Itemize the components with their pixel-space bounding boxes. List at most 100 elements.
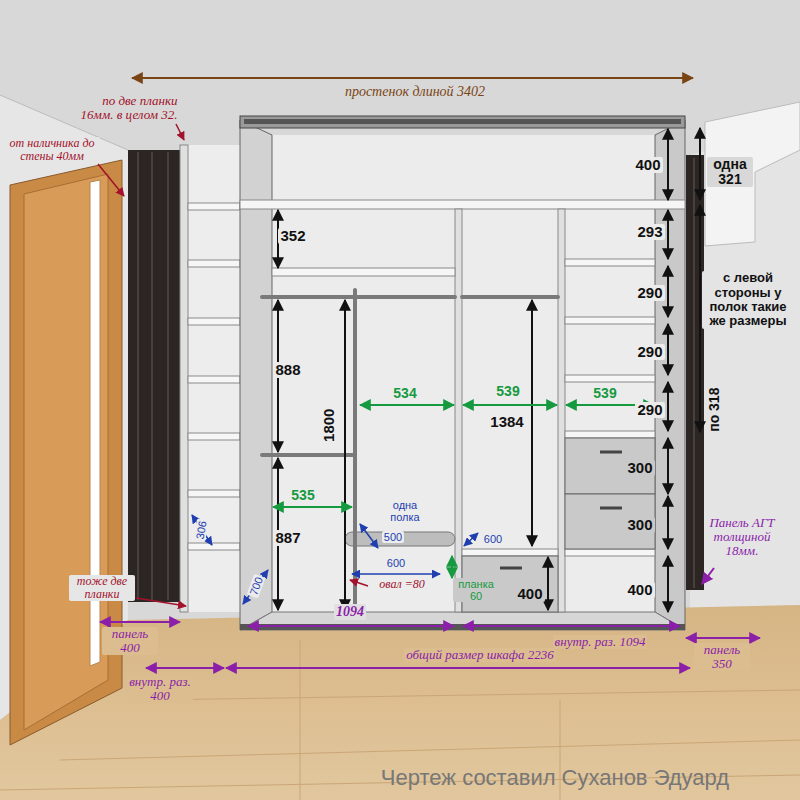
- dimension-lines-part-part: [667, 266, 669, 317]
- wardrobe-body-part: [244, 119, 681, 124]
- dimension-lines: [98, 78, 760, 668]
- dimension-label: тоже две планки: [69, 575, 135, 601]
- wardrobe-body-part: [240, 116, 685, 128]
- corner-shelves: [180, 145, 240, 612]
- corner-shelves-part-part: [188, 376, 240, 383]
- dimension-lines-part-part: [98, 164, 124, 196]
- corner-shelves-part-part: [188, 543, 240, 550]
- door-part: [10, 160, 122, 745]
- wardrobe-body-part-part: [565, 259, 655, 266]
- dimension-lines-part-part: [136, 598, 186, 606]
- dimension-lines-part-part: [667, 438, 669, 494]
- dimension-label: 290: [635, 285, 664, 302]
- corner-shelves-part-part: [188, 433, 240, 440]
- dimension-label: 400: [515, 586, 544, 603]
- dimension-label: 1800: [322, 406, 339, 443]
- dimension-label: 1094: [334, 604, 366, 619]
- dimension-label: 300: [625, 460, 654, 477]
- corner-shelves-part: [180, 145, 188, 612]
- dimension-label: панель 400: [102, 627, 158, 656]
- corner-shelves-part-part: [188, 318, 240, 325]
- wardrobe-body-part: [240, 120, 272, 630]
- dimension-lines-part-part: [699, 205, 701, 432]
- dimension-lines-part-part: [226, 667, 690, 669]
- room-part: [705, 102, 800, 246]
- door: [10, 160, 122, 745]
- wardrobe-body-part: [240, 200, 685, 209]
- room-part-part: [300, 640, 301, 800]
- dimension-lines-part-part: [192, 515, 212, 545]
- dimension-lines-part: [100, 622, 760, 668]
- dimension-label: 539: [494, 384, 521, 399]
- dimension-label: 535: [289, 488, 316, 503]
- dimension-lines-part-part: [686, 637, 760, 639]
- dimension-label: по две планки 16мм. в целом 32.: [71, 94, 180, 123]
- dimension-label: 400: [633, 157, 662, 174]
- dimension-lines-part: [132, 77, 693, 79]
- dimension-label: 300: [625, 517, 654, 534]
- corner-shelves-part: [188, 203, 240, 550]
- dark-side-panels-part: [128, 150, 182, 602]
- dimension-lines-part-part: [451, 556, 453, 578]
- dimension-lines-part: [98, 124, 368, 606]
- dimension-lines-part: [192, 515, 478, 604]
- dimension-lines-part-part: [463, 625, 680, 627]
- dimension-lines-part: [278, 128, 700, 612]
- wardrobe-body-part-part: [565, 375, 655, 382]
- wardrobe-body-part: [600, 507, 622, 510]
- dimension-lines-part-part: [146, 667, 224, 669]
- dimension-lines-part-part: [350, 580, 368, 586]
- dimension-label: 534: [391, 386, 418, 401]
- wardrobe-body: [240, 116, 685, 630]
- dimension-label: простенок длиной 3402: [343, 84, 487, 99]
- dimension-label: с левой стороны у полок такие же размеры: [702, 271, 794, 328]
- wardrobe-body-part: [655, 120, 685, 630]
- room-part-part: [150, 690, 800, 700]
- wardrobe-body-part: [565, 494, 655, 549]
- dark-side-panels-part: [138, 152, 168, 600]
- dark-side-panels-part: [693, 158, 695, 588]
- hanging-rods-part: [262, 453, 355, 457]
- dimension-label: 887: [273, 530, 302, 547]
- dimension-label: 1384: [488, 414, 525, 431]
- wardrobe-body-part-part: [565, 549, 655, 556]
- dimension-lines-part-part: [667, 496, 669, 549]
- hanging-rods-part: [262, 295, 455, 299]
- dimension-label: 888: [273, 362, 302, 379]
- wardrobe-body-part-part: [565, 431, 655, 438]
- corner-shelves-part-part: [188, 203, 240, 210]
- dimension-lines-part-part: [667, 324, 669, 375]
- dark-side-panels-part-part: [137, 152, 139, 600]
- hanging-rods-part: [353, 290, 357, 610]
- dimension-lines-part-part: [463, 404, 557, 406]
- dimension-label: по 318: [707, 386, 722, 434]
- dimension-label: 600: [482, 533, 504, 545]
- dark-side-panels-part-part: [151, 152, 153, 600]
- wardrobe-body-part: [455, 209, 462, 612]
- hanging-rods: [262, 290, 558, 610]
- dimension-label: внутр. раз. 400: [127, 675, 193, 704]
- dimension-label: от наличника до стены 40мм: [4, 137, 100, 163]
- dimension-label: 290: [635, 344, 664, 361]
- dimension-label: 600: [385, 557, 407, 569]
- dimension-label: панель 350: [694, 643, 750, 672]
- dimension-label: 293: [635, 224, 664, 241]
- dimension-label: 500: [382, 531, 404, 543]
- dimension-lines-part-part: [248, 625, 454, 627]
- dimension-lines-part-part: [100, 621, 180, 623]
- author-caption: Чертеж составил Суханов Эдуард: [379, 766, 731, 790]
- dimension-lines-part: [273, 405, 654, 578]
- dimension-label: Панель АГТ толщиной 18мм.: [704, 516, 780, 559]
- wardrobe-body-part: [500, 567, 522, 570]
- dimension-lines-part-part: [547, 557, 549, 610]
- dimension-lines-part-part: [273, 506, 352, 508]
- dimension-lines-part-part: [360, 524, 378, 548]
- dimension-lines-part-part: [667, 382, 669, 431]
- dimension-lines-part-part: [464, 533, 478, 546]
- corner-shelves-part-part: [188, 260, 240, 267]
- dimension-lines-part-part: [699, 128, 701, 200]
- dimension-label: 400: [625, 582, 654, 599]
- dimension-label: 290: [635, 402, 664, 419]
